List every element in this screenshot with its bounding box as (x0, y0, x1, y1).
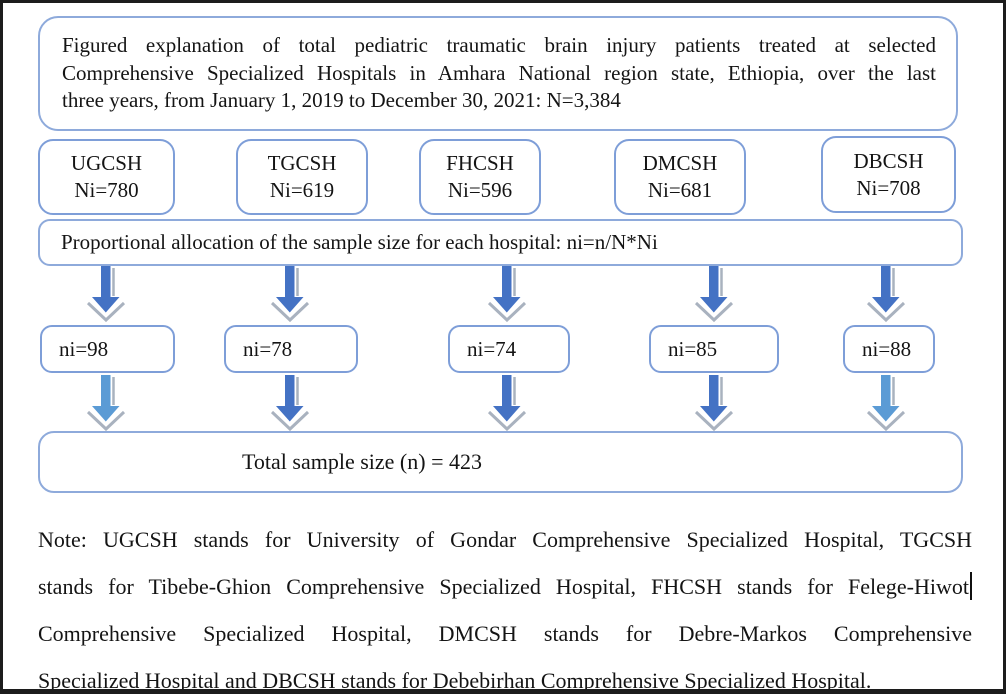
note-line: Comprehensive Specialized Hospital, DMCS… (38, 610, 972, 657)
down-arrow-icon (694, 266, 734, 323)
sample-value: ni=88 (862, 336, 912, 361)
sample-value: ni=78 (243, 336, 293, 361)
down-arrow-icon (487, 266, 527, 323)
sample-value: ni=85 (668, 336, 718, 361)
allocation-formula-box: Proportional allocation of the sample si… (38, 219, 963, 266)
note-line: Note: UGCSH stands for University of Gon… (38, 516, 972, 563)
sample-box-tgcsh: ni=78 (224, 325, 358, 373)
down-arrow-icon (86, 375, 126, 432)
note-line: Specialized Hospital and DBCSH stands fo… (38, 657, 972, 693)
hospital-box-tgcsh: TGCSH Ni=619 (236, 139, 368, 215)
note-line: stands for Tibebe-Ghion Comprehensive Sp… (38, 563, 972, 610)
note-line-text: stands for Tibebe-Ghion Comprehensive Sp… (38, 574, 969, 599)
note-line-text: Comprehensive Specialized Hospital, DMCS… (38, 621, 972, 646)
hospital-total: Ni=708 (856, 175, 921, 200)
down-arrow-icon (86, 266, 126, 323)
sample-box-dmcsh: ni=85 (649, 325, 779, 373)
figure-title-box: Figured explanation of total pediatric t… (38, 16, 958, 131)
title-line-text: Figured explanation of total pediatric t… (62, 33, 936, 57)
down-arrow-icon (270, 266, 310, 323)
total-sample-text: Total sample size (n) = 423 (242, 449, 482, 474)
hospital-total: Ni=681 (647, 178, 713, 202)
hospital-abbr: UGCSH (70, 151, 143, 175)
hospital-total: Ni=619 (269, 178, 335, 202)
allocation-formula-text: Proportional allocation of the sample si… (61, 230, 658, 254)
down-arrow-icon (866, 266, 906, 323)
note-line-text: Specialized Hospital and DBCSH stands fo… (38, 668, 872, 693)
note-line-text: Note: UGCSH stands for University of Gon… (38, 527, 972, 552)
text-cursor (970, 572, 972, 600)
sample-box-dbcsh: ni=88 (843, 325, 935, 373)
sample-value: ni=98 (59, 336, 109, 361)
hospital-box-fhcsh: FHCSH Ni=596 (419, 139, 541, 215)
down-arrow-icon (487, 375, 527, 432)
title-line: Comprehensive Specialized Hospitals in A… (62, 60, 936, 88)
figure-note: Note: UGCSH stands for University of Gon… (38, 516, 972, 693)
hospital-abbr: DBCSH (853, 148, 924, 173)
total-sample-box: Total sample size (n) = 423 (38, 431, 963, 493)
hospital-box-ugcsh: UGCSH Ni=780 (38, 139, 175, 215)
sample-box-ugcsh: ni=98 (40, 325, 175, 373)
title-line: three years, from January 1, 2019 to Dec… (62, 87, 936, 115)
hospital-total: Ni=596 (447, 178, 513, 202)
sample-box-fhcsh: ni=74 (448, 325, 570, 373)
title-line-text: three years, from January 1, 2019 to Dec… (62, 88, 621, 112)
title-line-text: Comprehensive Specialized Hospitals in A… (62, 60, 936, 85)
hospital-abbr: TGCSH (267, 151, 337, 175)
down-arrow-icon (270, 375, 310, 432)
title-line: Figured explanation of total pediatric t… (62, 32, 936, 60)
sample-value: ni=74 (467, 336, 517, 361)
hospital-box-dbcsh: DBCSH Ni=708 (821, 136, 956, 213)
down-arrow-icon (694, 375, 734, 432)
hospital-abbr: FHCSH (446, 151, 514, 175)
hospital-abbr: DMCSH (642, 151, 718, 175)
hospital-box-dmcsh: DMCSH Ni=681 (614, 139, 746, 215)
hospital-total: Ni=780 (74, 178, 139, 202)
down-arrow-icon (866, 375, 906, 432)
